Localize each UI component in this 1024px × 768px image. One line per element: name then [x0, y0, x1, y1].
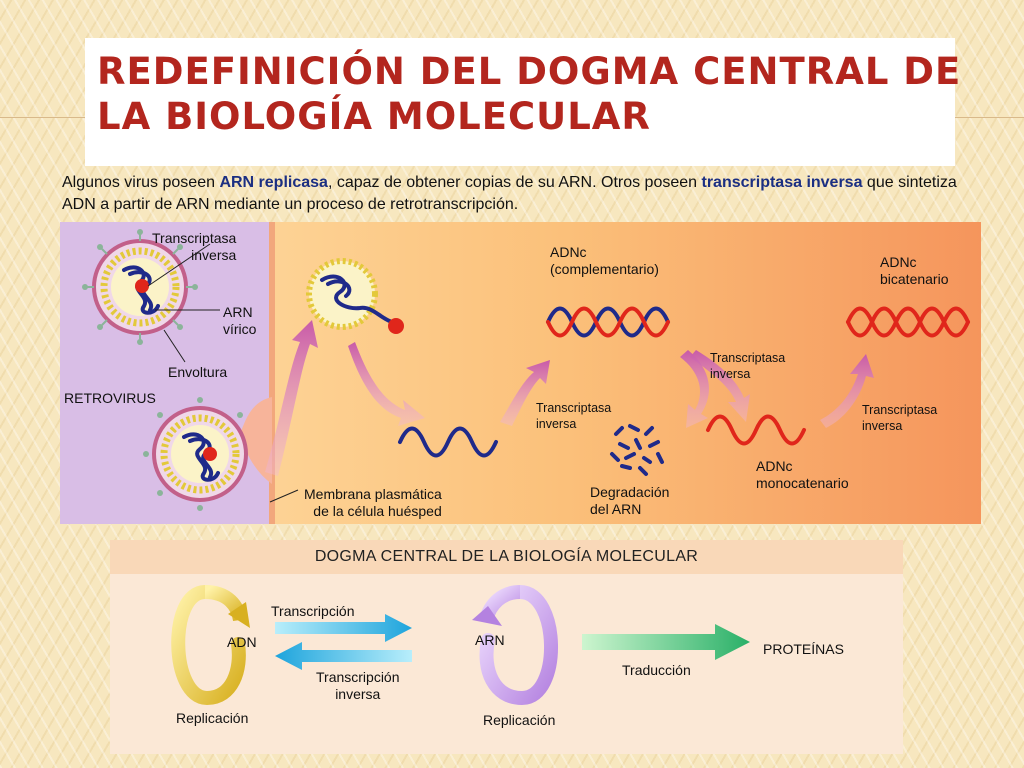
label-arn-line1: ARN — [223, 304, 253, 320]
label-transcriptasa-inversa-b: Transcriptasa inversa — [710, 350, 785, 382]
label-transcriptasa-line2: inversa — [191, 247, 237, 263]
central-dogma-header: DOGMA CENTRAL DE LA BIOLOGÍA MOLECULAR — [110, 540, 903, 574]
label-membrana-line1: Membrana plasmática — [304, 486, 442, 502]
viral-core-released — [306, 258, 404, 334]
label-arn-line2: vírico — [223, 321, 257, 337]
intro-term-arn-replicasa: ARN replicasa — [219, 174, 328, 191]
decorative-line-right — [955, 117, 1024, 118]
retrovirus-free — [82, 229, 220, 363]
retrovirus-diagram: Transcriptasa inversa ARN vírico Envoltu… — [60, 222, 981, 524]
label-transcriptasa-inversa-virion: Transcriptasa inversa — [152, 230, 236, 264]
dna-replication-ring — [171, 585, 250, 706]
label-transcripcion: Transcripción — [271, 603, 355, 619]
label-traduccion: Traducción — [622, 662, 691, 678]
label-ti-c-line1: Transcriptasa — [862, 403, 938, 417]
label-transcripcion-inversa-line2: inversa — [335, 686, 381, 702]
retrovirus-illustration — [82, 222, 970, 524]
label-adnc-bicatenario: ADNc bicatenario — [880, 254, 949, 288]
label-ti-a-line1: Transcriptasa — [536, 401, 612, 415]
cdna-double-strand — [846, 306, 970, 338]
intro-term-transcriptasa-inversa: transcriptasa inversa — [701, 174, 863, 191]
intro-text-2: , capaz de obtener copias de su ARN. Otr… — [327, 174, 702, 191]
intro-paragraph: Algunos virus poseen ARN replicasa, capa… — [62, 172, 962, 216]
title-box: REDEFINICIÓN DEL DOGMA CENTRAL DE LA BIO… — [85, 38, 960, 166]
reverse-transcription-arrow — [275, 642, 412, 670]
label-adn: ADN — [227, 634, 257, 650]
transcription-arrow — [275, 614, 412, 642]
label-replicacion-arn: Replicación — [483, 712, 556, 728]
label-adnc-complementario: ADNc (complementario) — [550, 244, 659, 278]
label-membrana-plasmatica: Membrana plasmática de la célula huésped — [304, 486, 442, 520]
label-adnc-monocatenario: ADNc monocatenario — [756, 458, 849, 492]
decorative-line-left — [0, 117, 85, 118]
label-ti-a-line2: inversa — [536, 417, 577, 431]
label-replicacion-adn: Replicación — [176, 710, 249, 726]
label-transcriptasa-inversa-a: Transcriptasa inversa — [536, 400, 611, 432]
budding-membrane — [240, 397, 272, 484]
label-ti-c-line2: inversa — [862, 419, 903, 433]
label-proteinas: PROTEÍNAS — [763, 641, 844, 657]
label-ti-b-line1: Transcriptasa — [710, 351, 786, 365]
label-degradacion-line2: del ARN — [590, 501, 642, 517]
translation-arrow — [582, 624, 750, 660]
label-membrana-line2: de la célula huésped — [313, 503, 442, 519]
degraded-rna — [610, 424, 664, 476]
label-adnc-mono-line2: monocatenario — [756, 475, 849, 491]
slide-title-line-2: LA BIOLOGÍA MOLECULAR — [97, 95, 651, 138]
intro-text-3: que sintetiza ADN a partir de ARN median… — [62, 174, 957, 213]
label-transcripcion-inversa: Transcripción inversa — [316, 669, 400, 703]
label-adnc-bi-line2: bicatenario — [880, 271, 949, 287]
label-adnc-comp-line2: (complementario) — [550, 261, 659, 277]
label-retrovirus: RETROVIRUS — [64, 390, 156, 406]
intro-text-1: Algunos virus poseen — [62, 174, 220, 191]
label-transcriptasa-inversa-c: Transcriptasa inversa — [862, 402, 937, 434]
label-arn-virico: ARN vírico — [223, 304, 256, 338]
label-degradacion-line1: Degradación — [590, 484, 670, 500]
label-degradacion-arn: Degradación del ARN — [590, 484, 669, 518]
label-adnc-bi-line1: ADNc — [880, 254, 917, 270]
label-arn: ARN — [475, 632, 505, 648]
label-envoltura: Envoltura — [168, 364, 228, 380]
label-ti-b-line2: inversa — [710, 367, 751, 381]
process-arrows — [265, 320, 874, 476]
central-dogma-illustration — [171, 585, 750, 706]
retrovirus-entering — [143, 397, 299, 511]
label-transcriptasa-line1: Transcriptasa — [152, 230, 237, 246]
label-transcripcion-inversa-line1: Transcripción — [316, 669, 400, 685]
viral-rna-strand — [398, 426, 498, 458]
label-adnc-mono-line1: ADNc — [756, 458, 793, 474]
label-adnc-comp-line1: ADNc — [550, 244, 587, 260]
rna-dna-hybrid — [546, 306, 670, 338]
central-dogma-diagram: DOGMA CENTRAL DE LA BIOLOGÍA MOLECULAR — [110, 540, 903, 754]
cdna-single-strand — [706, 414, 806, 446]
rna-replication-ring — [472, 585, 558, 706]
slide-title-line-1: REDEFINICIÓN DEL DOGMA CENTRAL DE — [97, 50, 962, 93]
